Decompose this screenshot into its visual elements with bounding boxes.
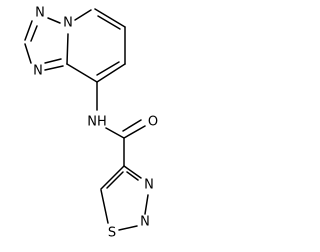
bond-n1-c2-inner [30, 25, 38, 42]
bond-c5-c6 [94, 8, 126, 28]
bond-bridgeN-c5 [74, 9, 92, 21]
bond-c5-c6-inner [97, 15, 121, 30]
bond-s1-c5 [100, 189, 109, 224]
bond-c7-c8-inner [96, 61, 120, 76]
bond-c4-n3 [123, 165, 142, 179]
bond-nh-carbonyl-c [105, 127, 125, 139]
bond-c5-c4-inner [106, 171, 124, 189]
bond-c7-c8 [96, 63, 126, 83]
atom-s-thiadiazole: S [108, 226, 116, 241]
atom-n-thiadiazole-upper: N [144, 178, 154, 193]
atom-n-bridgehead: N [63, 16, 73, 31]
bond-c2-n3 [24, 43, 32, 64]
amide-linkage [105, 119, 146, 167]
bond-c8-c8a [66, 63, 98, 83]
bond-c4-n3-inner [126, 171, 139, 181]
bond-bridgeN-n1 [47, 17, 61, 24]
thiadiazole-ring [100, 165, 149, 231]
pyridine-ring [66, 8, 126, 83]
atom-n-triazole-left: N [33, 64, 43, 79]
bond-c5-c4-outer [100, 165, 125, 190]
bond-n2-s1 [118, 225, 138, 231]
atom-carbonyl-o: O [148, 115, 158, 130]
bond-n3-c8a [44, 65, 64, 71]
bond-c8a-bridgeN [66, 33, 69, 65]
triazole-ring [24, 17, 64, 71]
atom-labels: N N N NH O N N S [33, 6, 158, 241]
bond-n3-c8a-inner [44, 58, 62, 64]
atom-amide-nh: NH [87, 115, 107, 130]
chemical-structure-diagram: N N N NH O N N S [24, 6, 158, 241]
atom-n-triazole-top: N [35, 6, 45, 21]
bond-n3-n2 [144, 194, 149, 215]
bond-carbonyl-c-o-inner [122, 119, 142, 132]
bond-n1-c2 [24, 20, 33, 41]
bond-carbonyl-c-o-outer [123, 125, 146, 139]
atom-n-thiadiazole-lower: N [140, 215, 150, 230]
